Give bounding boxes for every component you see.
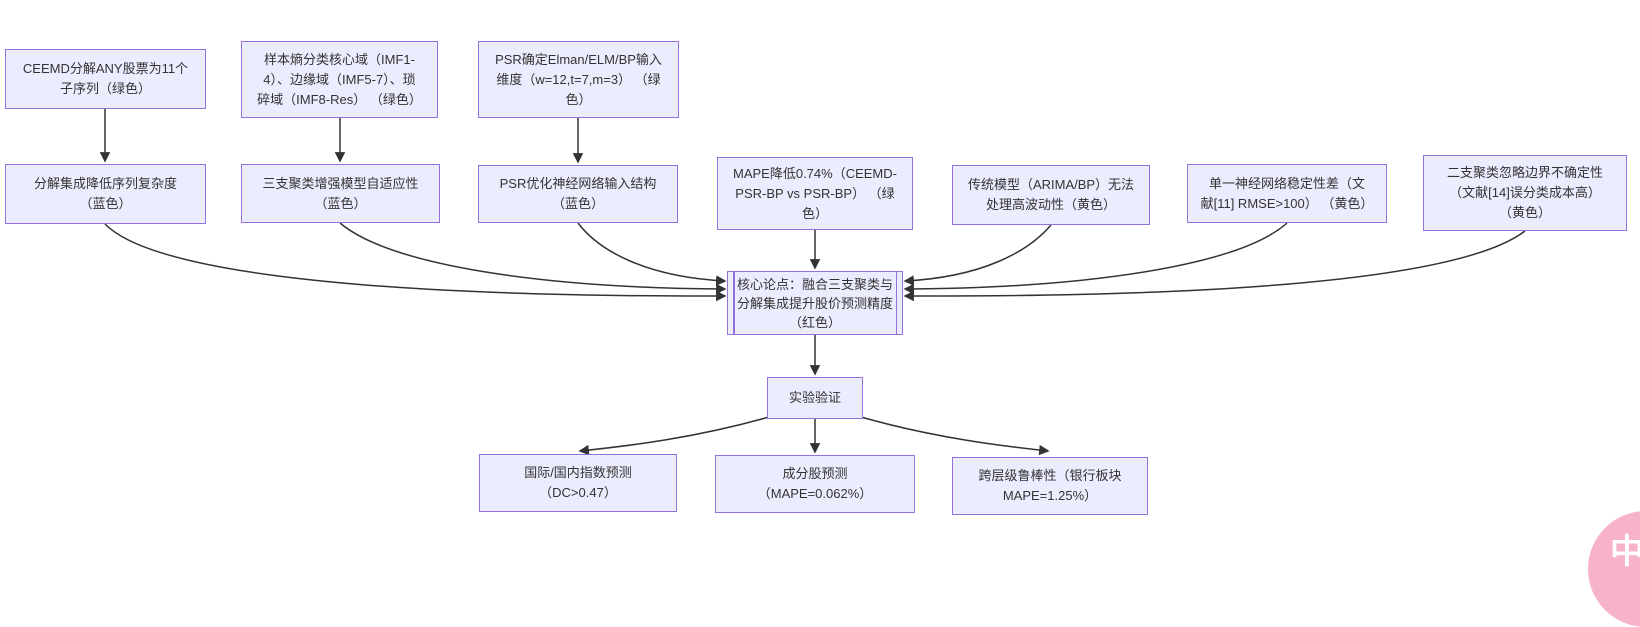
edge-decomp-to-core	[104, 223, 727, 302]
edge-threeway-to-core	[339, 222, 727, 295]
node-index-prediction: 国际/国内指数预测 （DC>0.47）	[479, 454, 677, 512]
node-experiment-validation: 实验验证	[767, 377, 863, 419]
translate-badge-label: 中A	[1610, 533, 1640, 571]
flowchart-canvas: CEEMD分解ANY股票为11个 子序列（绿色） 样本熵分类核心域（IMF1- …	[5, 41, 1640, 627]
edges-layer	[99, 109, 1526, 456]
node-decomposition-complexity: 分解集成降低序列复杂度 （蓝色）	[5, 164, 206, 224]
edge-traditional-to-core	[903, 224, 1052, 286]
edge-twoway-to-core	[903, 230, 1526, 302]
node-two-way-clustering-limits: 二支聚类忽略边界不确定性 （文献[14]误分类成本高） （黄色）	[1423, 155, 1627, 231]
node-three-way-adaptivity: 三支聚类增强模型自适应性 （蓝色）	[241, 164, 440, 223]
node-mape-improvement: MAPE降低0.74%（CEEMD- PSR-BP vs PSR-BP） （绿 …	[717, 157, 913, 230]
node-traditional-model-limits: 传统模型（ARIMA/BP）无法 处理高波动性（黄色）	[952, 165, 1150, 225]
node-core-thesis: 核心论点：融合三支聚类与 分解集成提升股价预测精度 （红色）	[727, 271, 903, 335]
node-psr-input-dimension: PSR确定Elman/ELM/BP输入 维度（w=12,t=7,m=3） （绿 …	[478, 41, 679, 118]
edge-singlenn-to-core	[903, 222, 1288, 295]
edge-experiment-to-index	[578, 416, 770, 456]
node-constituent-prediction: 成分股预测 （MAPE=0.062%）	[715, 455, 915, 513]
node-ceemd-decompose: CEEMD分解ANY股票为11个 子序列（绿色）	[5, 49, 206, 109]
edge-experiment-to-robustness	[860, 416, 1050, 456]
edge-psrstruct-to-core	[577, 222, 727, 286]
node-single-nn-instability: 单一神经网络稳定性差（文 献[11] RMSE>100） （黄色）	[1187, 164, 1387, 223]
node-psr-input-structure: PSR优化神经网络输入结构 （蓝色）	[478, 165, 678, 223]
node-cross-level-robustness: 跨层级鲁棒性（银行板块 MAPE=1.25%）	[952, 457, 1148, 515]
node-sample-entropy: 样本熵分类核心域（IMF1- 4）、边缘域（IMF5-7）、琐 碎域（IMF8-…	[241, 41, 438, 118]
